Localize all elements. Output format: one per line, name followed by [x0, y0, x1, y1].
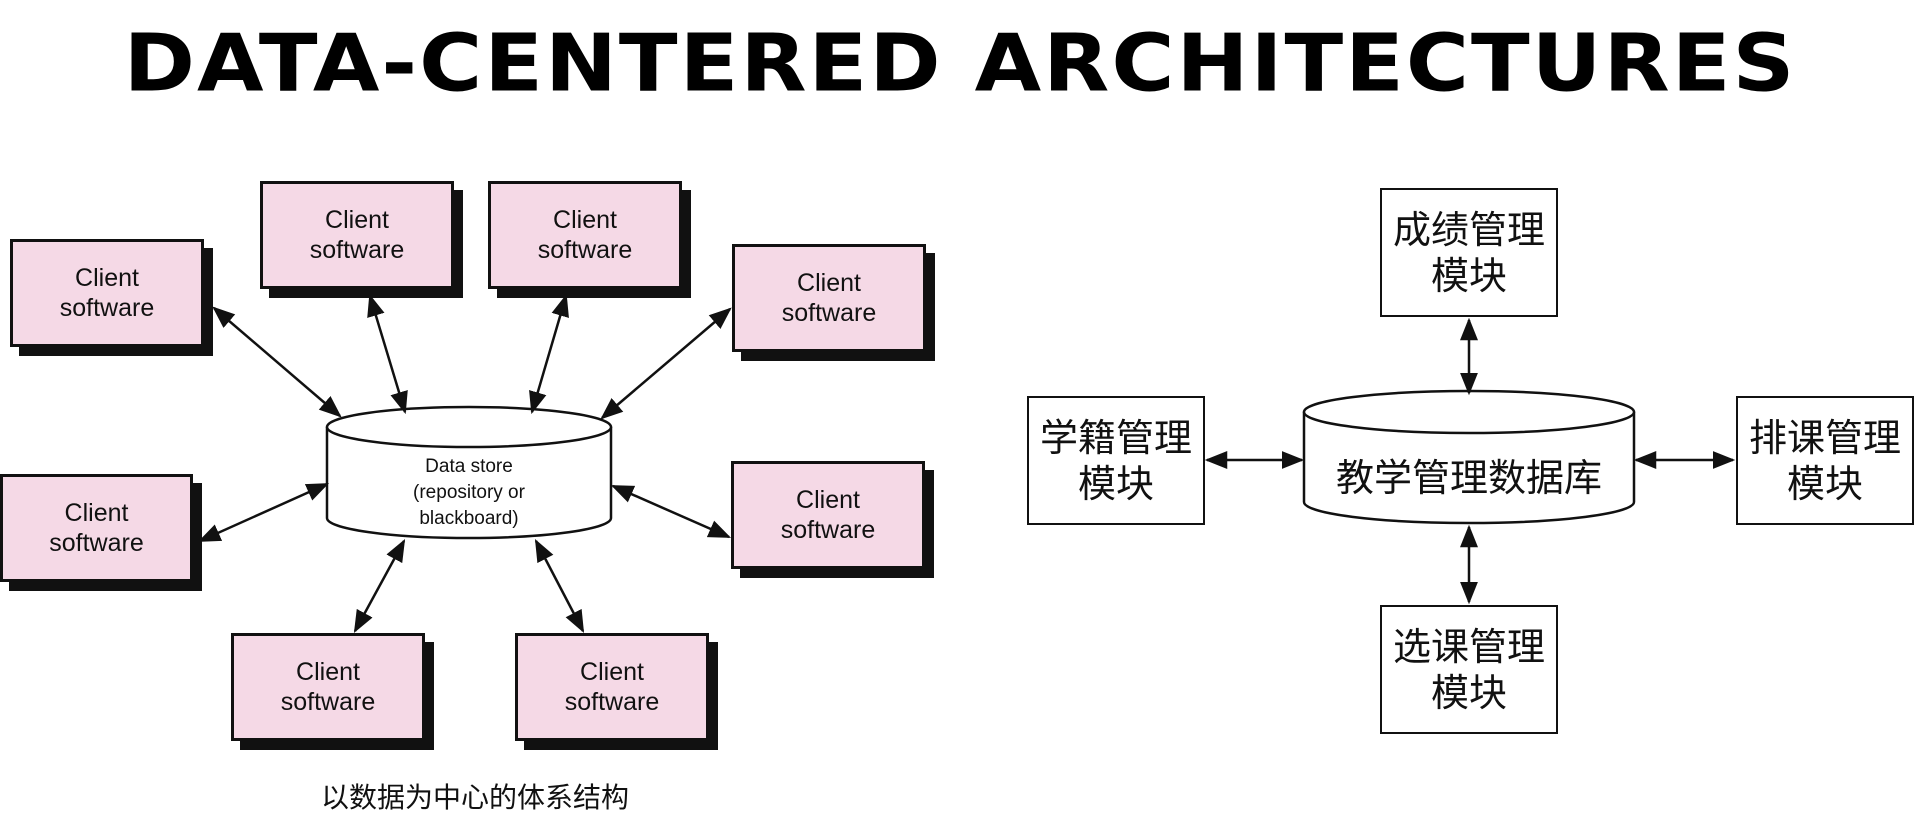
module-box-bottom: 选课管理 模块: [1380, 605, 1558, 734]
client-label: Client software: [564, 658, 660, 716]
module-box-top: 成绩管理 模块: [1380, 188, 1558, 317]
arrow-client-4: [600, 307, 732, 420]
client-box: Client software: [0, 474, 193, 582]
arrow-client-8: [534, 539, 585, 633]
client-label: Client software: [537, 206, 633, 264]
module-box-left: 学籍管理 模块: [1027, 396, 1205, 525]
client-label: Client software: [780, 486, 876, 544]
arrow-client-3: [529, 293, 569, 415]
client-box: Client software: [515, 633, 709, 741]
module-label: 选课管理 模块: [1392, 624, 1545, 715]
module-box-right: 排课管理 模块: [1736, 396, 1914, 525]
client-box: Client software: [732, 244, 926, 352]
module-label: 学籍管理 模块: [1039, 415, 1192, 506]
database-label: 教学管理数据库: [1335, 456, 1602, 500]
client-box: Client software: [731, 461, 925, 569]
client-box: Client software: [260, 181, 454, 289]
data-store-cylinder: [325, 405, 613, 540]
client-box: Client software: [10, 239, 204, 347]
page-title: DATA-CENTERED ARCHITECTURES: [123, 18, 1797, 110]
arrow-client-7: [353, 539, 406, 633]
diagram-caption: 以数据为中心的体系结构: [320, 781, 629, 814]
arrow-client-1: [212, 306, 342, 418]
client-label: Client software: [781, 269, 877, 327]
module-label: 成绩管理 模块: [1392, 207, 1545, 298]
client-box: Client software: [488, 181, 682, 289]
arrow-client-2: [367, 293, 408, 415]
client-box: Client software: [231, 633, 425, 741]
client-label: Client software: [59, 264, 155, 322]
client-label: Client software: [49, 499, 144, 557]
client-label: Client software: [280, 658, 376, 716]
module-label: 排课管理 模块: [1748, 415, 1901, 506]
data-store-label: Data store (repository or blackboard): [413, 456, 525, 529]
arrow-client-5: [197, 482, 330, 543]
arrow-client-6: [610, 484, 732, 539]
client-label: Client software: [309, 206, 405, 264]
